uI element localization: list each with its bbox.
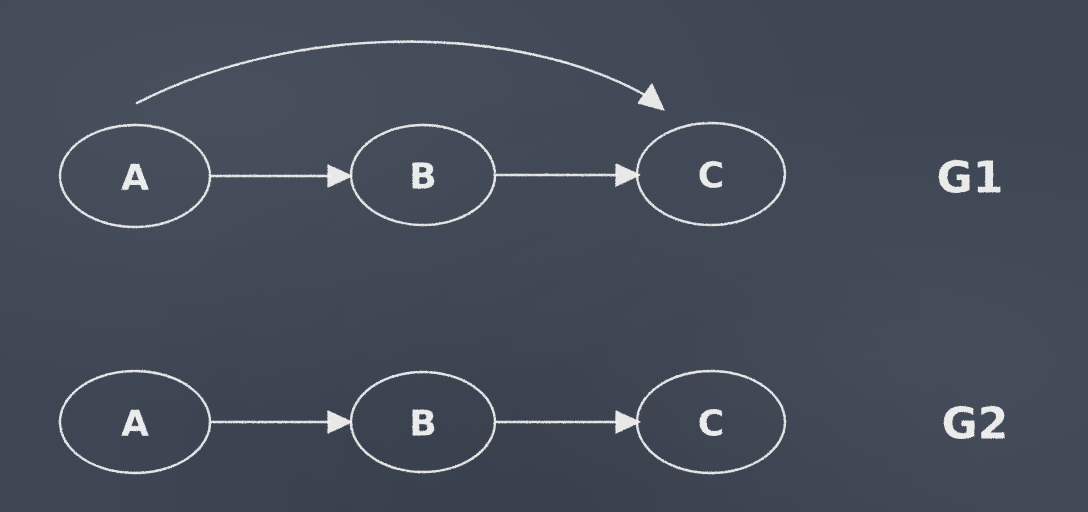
node-g2-c xyxy=(635,369,787,475)
edge-g1-a-c xyxy=(135,40,647,105)
graph-g1: A B C G1 xyxy=(58,40,1004,229)
graph-g2: A B C G2 xyxy=(58,369,1009,475)
node-g1-c xyxy=(635,121,787,227)
node-label-g2-b: B xyxy=(409,404,436,445)
arrowhead-g1-a-b xyxy=(327,164,353,188)
node-label-g1-a: A xyxy=(121,158,149,199)
graph-label-g2: G2 xyxy=(942,399,1009,450)
node-label-g2-c: C xyxy=(698,404,724,445)
arrowhead-g1-b-c xyxy=(615,163,641,187)
node-label-g1-b: B xyxy=(409,157,436,198)
graph-label-g1: G1 xyxy=(937,153,1004,204)
arrowhead-g1-a-c xyxy=(637,83,665,111)
arrowhead-g2-b-c xyxy=(615,410,641,434)
node-label-g2-a: A xyxy=(121,404,149,445)
node-label-g1-c: C xyxy=(698,156,724,197)
arrowhead-g2-a-b xyxy=(327,410,353,434)
